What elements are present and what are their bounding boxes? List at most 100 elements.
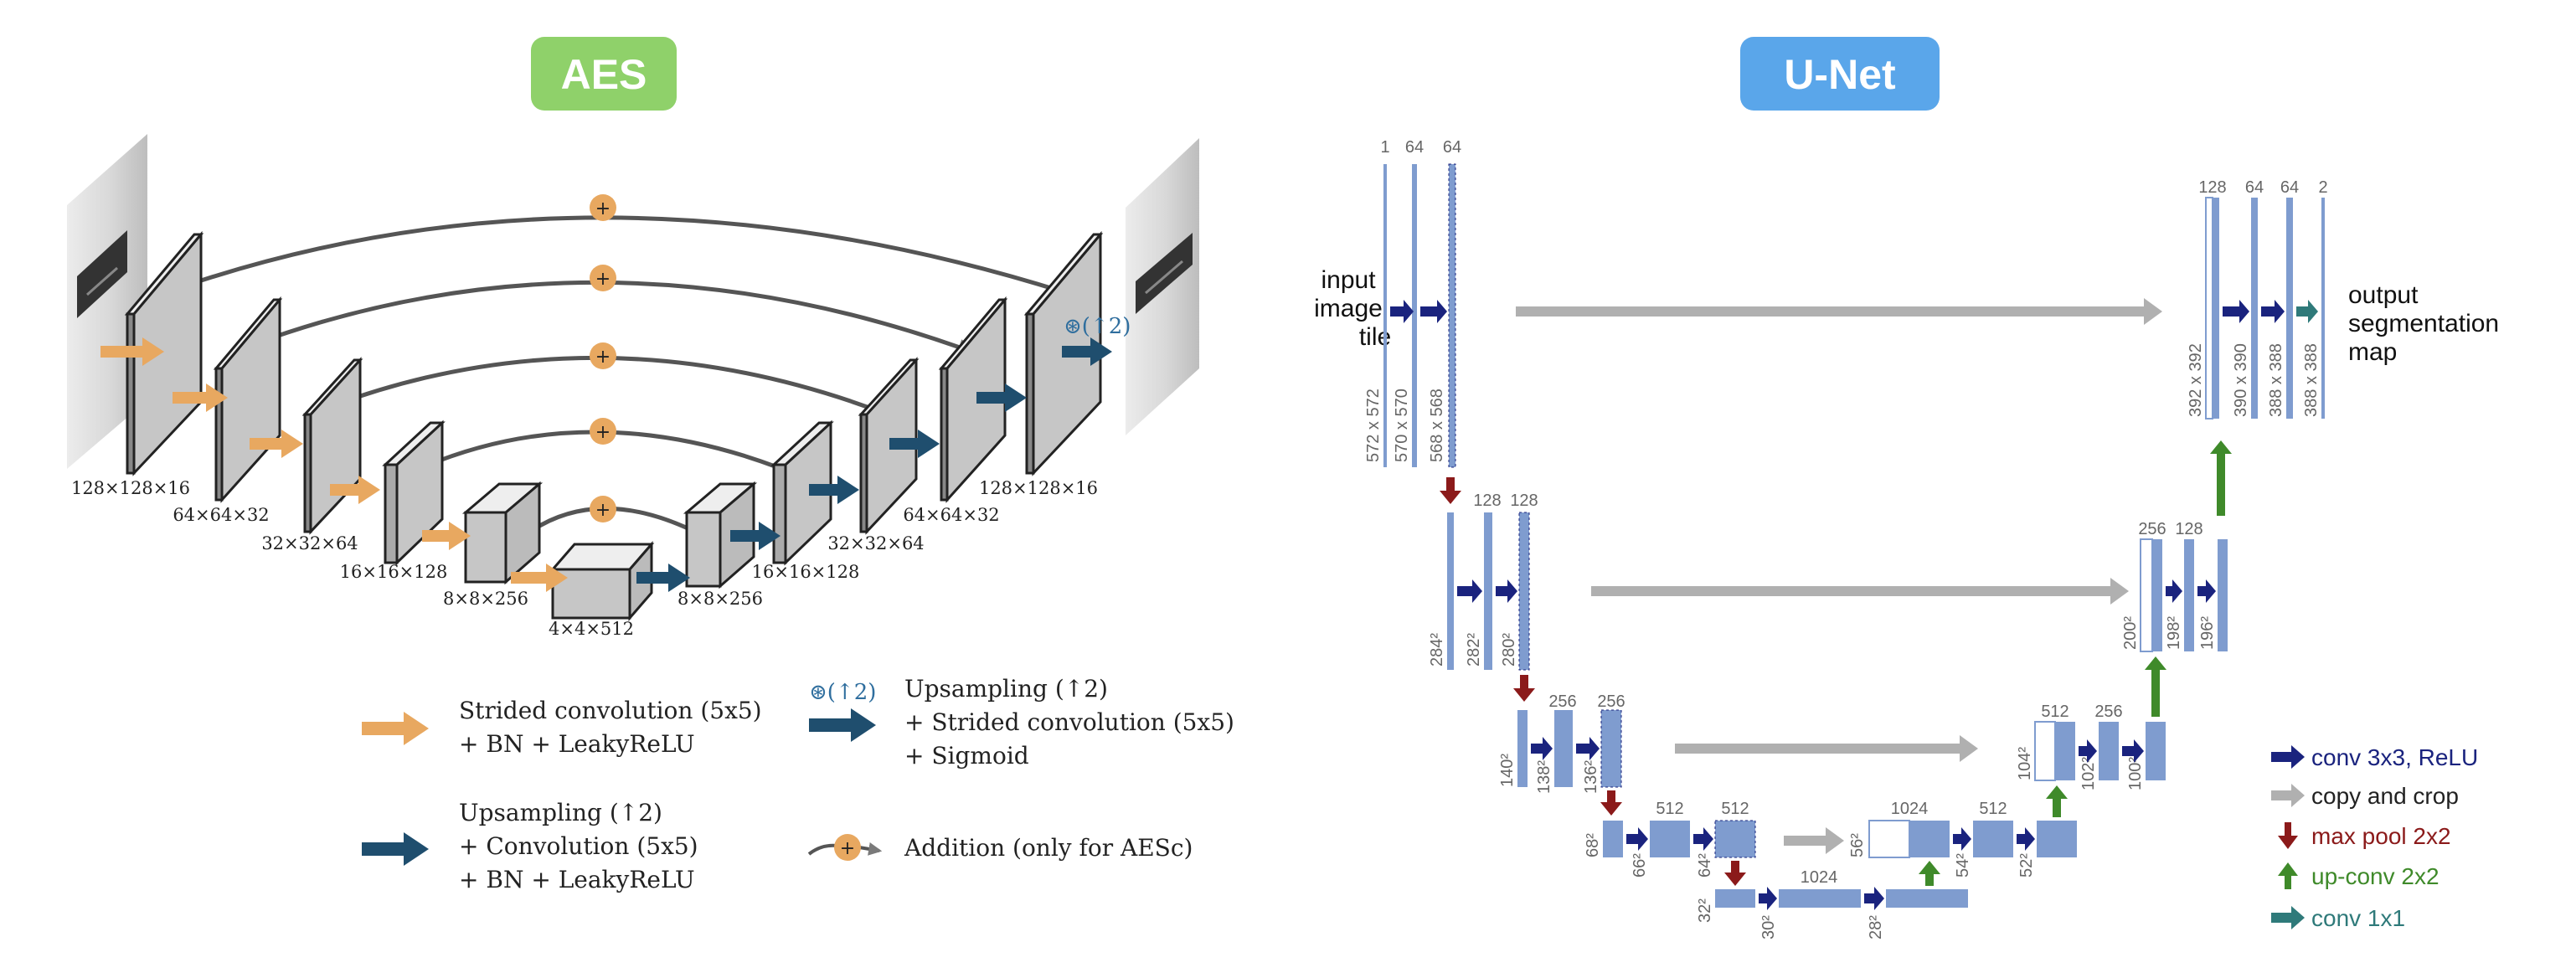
conv-arrow [2197, 579, 2216, 603]
conv-arrow [1576, 737, 1600, 760]
dec-label: 32×32×64 [827, 533, 924, 553]
legend-upsampling-conv-line2: + Convolution (5x5) [459, 832, 698, 860]
unet-level4-left: 512 512 68² 66² 64² [1584, 800, 1756, 878]
feature-map [1554, 710, 1573, 787]
channel-count: 64 [2245, 178, 2264, 197]
legend-upsampling-sigmoid-line1: Upsampling (↑2) [904, 675, 1108, 703]
dec-block-4 [938, 296, 1008, 503]
upsampling-arrow [889, 430, 940, 458]
spatial-size: 52² [2017, 853, 2036, 878]
legend-upconv-arrow-icon [2278, 862, 2298, 889]
pool-arrow [1440, 477, 1461, 504]
svg-text:+: + [595, 269, 611, 290]
spatial-size: 572 x 572 [1364, 389, 1383, 462]
channel-count: 512 [1721, 800, 1749, 818]
aes-title-badge [531, 37, 677, 111]
feature-map [1447, 512, 1454, 670]
feature-map [1650, 821, 1690, 857]
unet-level3-right: 512 256 104² 102² 100² [2016, 703, 2166, 790]
legend-upsampling-sigmoid-line3: + Sigmoid [904, 742, 1029, 770]
channel-count: 256 [2138, 520, 2166, 538]
spatial-size: 570 x 570 [1393, 389, 1411, 462]
feature-map [2205, 197, 2213, 420]
legend-strided-line1: Strided convolution (5x5) [459, 697, 762, 724]
spatial-size: 100² [2126, 757, 2145, 790]
conv-arrow [1420, 300, 1447, 323]
upconv-arrow [1919, 861, 1940, 886]
strided-arrow [173, 383, 228, 412]
legend-pool-arrow-icon [2278, 822, 2298, 849]
svg-text:+: + [840, 838, 855, 859]
legend-copy-arrow-icon [2271, 784, 2305, 807]
legend-upsampling-conv-line1: Upsampling (↑2) [459, 799, 662, 826]
spatial-size: 388 x 388 [2302, 343, 2321, 417]
channel-count: 256 [1597, 692, 1625, 711]
enc-block-4 [382, 420, 446, 566]
legend-addition-icon: + [807, 834, 883, 861]
feature-map [2099, 722, 2119, 780]
channel-count: 512 [2041, 703, 2069, 721]
conv-arrow [1496, 579, 1517, 603]
legend-upsampling-sigmoid-arrow-icon [809, 708, 876, 742]
enc-block-5 [461, 481, 544, 585]
aes-output-annotation: ⊛(↑2) [1064, 314, 1131, 339]
unet-level1-left: 1 64 64 572 x 572 570 x 570 568 x 568 [1364, 138, 1461, 468]
spatial-size: 390 x 390 [2232, 343, 2250, 417]
legend-conv1-label: conv 1x1 [2311, 905, 2405, 931]
conv-arrow [1531, 737, 1553, 760]
conv-arrow [1457, 579, 1482, 603]
dec-label: 64×64×32 [903, 505, 999, 525]
spatial-size: 138² [1535, 760, 1553, 794]
output-label: output [2348, 281, 2419, 309]
feature-map [1603, 821, 1623, 857]
feature-map [1715, 889, 1755, 908]
aes-output-image [1126, 138, 1199, 435]
feature-map [1909, 821, 1950, 857]
feature-map [2321, 198, 2325, 419]
unet-title-badge [1740, 37, 1940, 111]
feature-map [1517, 710, 1528, 787]
spatial-size: 54² [1954, 853, 1972, 878]
spatial-size: 28² [1867, 915, 1885, 939]
conv-arrow [2017, 827, 2035, 851]
dec-label: 16×16×128 [752, 562, 860, 582]
spatial-size: 104² [2016, 747, 2034, 780]
legend-conv1-arrow-icon [2271, 906, 2305, 929]
feature-map [2037, 821, 2077, 857]
feature-map [2251, 198, 2258, 419]
conv-arrow [2079, 739, 2097, 763]
legend-strided-line2: + BN + LeakyReLU [459, 730, 695, 758]
copy-crop-arrow [1516, 298, 2162, 325]
channel-count: 256 [1548, 692, 1576, 711]
svg-text:+: + [595, 500, 611, 521]
spatial-size: 196² [2198, 616, 2217, 650]
feature-map [1779, 889, 1861, 908]
feature-map [1600, 709, 1622, 788]
svg-text:+: + [595, 347, 611, 368]
spatial-size: 282² [1465, 633, 1483, 667]
legend-strided-arrow-icon [362, 712, 429, 745]
upsampling-arrow [976, 383, 1027, 412]
enc-label: 64×64×32 [173, 505, 269, 525]
aes-title: AES [561, 51, 647, 98]
spatial-size: 68² [1584, 833, 1602, 857]
spatial-size: 140² [1498, 754, 1517, 787]
strided-arrow [511, 564, 568, 592]
channel-count: 64 [1443, 138, 1461, 157]
feature-map [1448, 163, 1456, 468]
input-label: image [1314, 295, 1383, 322]
feature-map [1484, 512, 1492, 670]
upsampling-arrow [636, 564, 690, 592]
input-label: input [1321, 266, 1376, 294]
spatial-size: 32² [1696, 898, 1714, 923]
enc-label: 8×8×256 [443, 589, 528, 609]
feature-map [2055, 722, 2075, 780]
legend-upsampling-conv-line3: + BN + LeakyReLU [459, 866, 695, 893]
legend-upsampling-conv-arrow-icon [362, 832, 429, 866]
legend-addition-label: Addition (only for AESc) [904, 834, 1193, 862]
feature-map [2213, 198, 2219, 419]
spatial-size: 30² [1759, 915, 1778, 939]
unet-level4-right: 1024 512 56² 54² 52² [1848, 800, 2077, 878]
unet-conv-arrows [1390, 300, 2285, 910]
